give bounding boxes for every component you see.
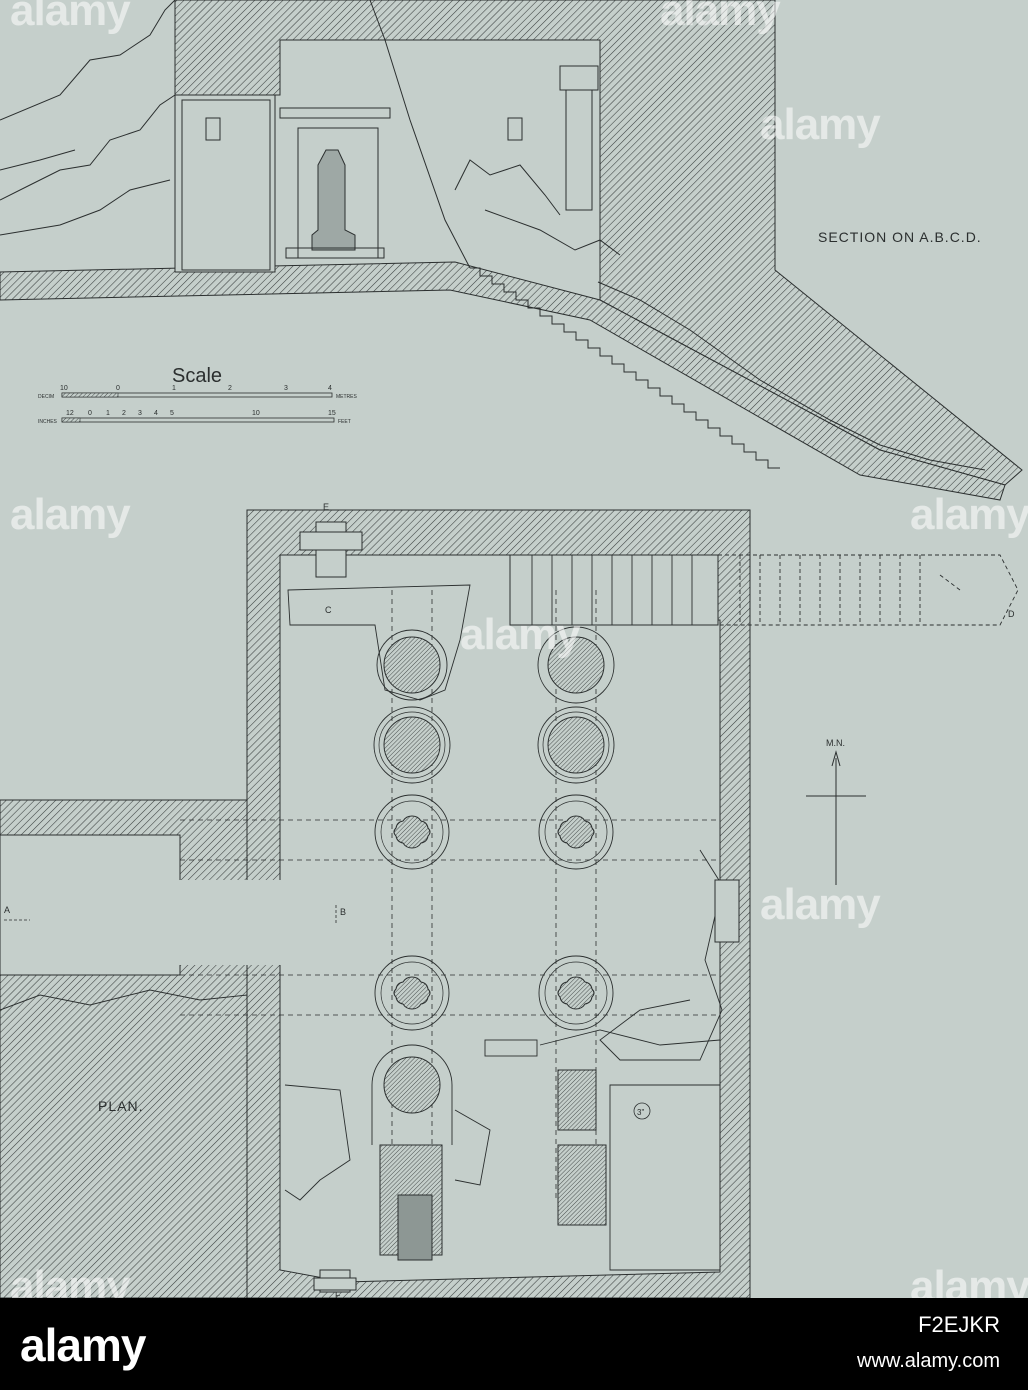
drawing-sheet: SECTION ON A.B.C.D. Scale DECIM METRES 1…: [0, 0, 1028, 1298]
point-e-label: E: [323, 502, 329, 512]
column-ne-2: [537, 706, 615, 784]
site-url: www.alamy.com: [857, 1350, 1000, 1372]
section-title: SECTION ON A.B.C.D.: [818, 229, 982, 245]
metres-tick-3: 3: [284, 385, 288, 392]
column-nw-1: [376, 629, 448, 701]
column-nw-3: [374, 794, 450, 870]
feet-tick-0: 0: [88, 410, 92, 417]
scale-feet-unit: FEET: [338, 419, 351, 425]
feet-tick-4: 4: [154, 410, 158, 417]
scale-metres-left-label: DECIM: [38, 394, 54, 400]
metres-tick-10: 10: [60, 385, 68, 392]
plan-drawing: [0, 509, 1019, 1298]
scale-feet-bar: [61, 417, 335, 423]
point-d-label: D: [1008, 609, 1015, 619]
scale-metres-subdivision: [61, 392, 119, 398]
column-ne-3: [538, 794, 614, 870]
section-stairs: [470, 267, 780, 469]
point-c-label: C: [325, 605, 332, 615]
point-a-label: A: [4, 905, 10, 915]
column-se-1: [538, 955, 614, 1031]
plan-columns: [371, 626, 615, 1145]
scale-inches-left-label: INCHES: [38, 419, 58, 425]
metres-tick-0: 0: [116, 385, 120, 392]
feet-tick-10: 10: [252, 410, 260, 417]
feet-tick-1: 1: [106, 410, 110, 417]
feet-tick-12: 12: [66, 410, 74, 417]
scale-feet-subdivision: [61, 417, 81, 423]
column-nw-2: [373, 706, 451, 784]
stock-footer: alamy F2EJKR www.alamy.com: [0, 1298, 1028, 1390]
feet-tick-15: 15: [328, 410, 336, 417]
section-drawing: [0, 0, 1023, 501]
metres-tick-4: 4: [328, 385, 332, 392]
alamy-logo: alamy: [20, 1319, 146, 1371]
feet-tick-2: 2: [122, 410, 126, 417]
plan-title: PLAN.: [98, 1098, 143, 1114]
architectural-drawing: SECTION ON A.B.C.D. Scale DECIM METRES 1…: [0, 0, 1023, 1298]
metres-tick-2: 2: [228, 385, 232, 392]
scale-bar: Scale DECIM METRES 10 0 1 2 3 4 INCHES F…: [38, 365, 358, 425]
pillar-mark-circle: [633, 1102, 651, 1120]
metres-tick-1: 1: [172, 385, 176, 392]
column-ne-1: [537, 626, 615, 704]
pillar-mark-label: 3": [637, 1108, 644, 1117]
north-arrow: [806, 750, 866, 885]
point-f-label: F: [335, 1290, 341, 1298]
column-sw-2: [371, 1044, 453, 1145]
point-b-label: B: [340, 907, 346, 917]
scale-title: Scale: [172, 365, 222, 387]
column-sw-1: [374, 955, 450, 1031]
feet-tick-3: 3: [138, 410, 142, 417]
north-label: M.N.: [826, 738, 845, 748]
feet-tick-5: 5: [170, 410, 174, 417]
image-id: F2EJKR: [918, 1312, 1000, 1337]
scale-metres-unit: METRES: [336, 394, 358, 400]
